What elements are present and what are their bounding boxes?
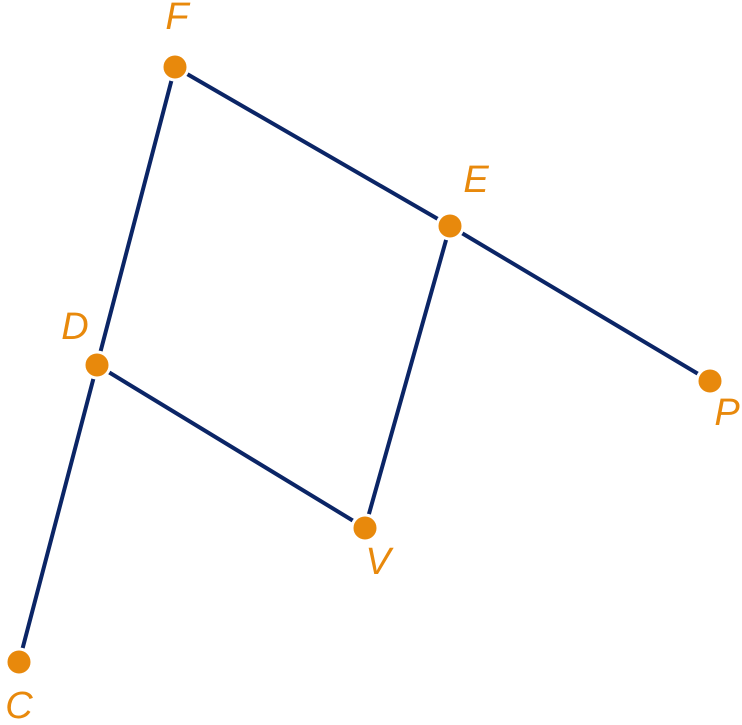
- segments-layer: [17, 65, 712, 664]
- point-label-d: D: [61, 306, 88, 348]
- segment-ep: [448, 224, 712, 383]
- point-v: [350, 513, 380, 543]
- point-label-v: V: [365, 541, 394, 583]
- segment-fe: [173, 65, 452, 228]
- segment-dc: [17, 363, 99, 664]
- labels-layer: F E D P V C: [5, 0, 740, 725]
- points-layer: [4, 52, 725, 677]
- point-p: [695, 366, 725, 396]
- point-c: [4, 647, 34, 677]
- point-label-c: C: [5, 685, 33, 725]
- point-e: [435, 211, 465, 241]
- segment-ev: [363, 224, 452, 530]
- point-f: [160, 52, 190, 82]
- segment-dv: [95, 363, 367, 530]
- segment-fd: [95, 65, 177, 367]
- point-label-f: F: [165, 0, 190, 38]
- point-d: [82, 350, 112, 380]
- point-label-p: P: [714, 392, 740, 434]
- point-label-e: E: [463, 159, 489, 201]
